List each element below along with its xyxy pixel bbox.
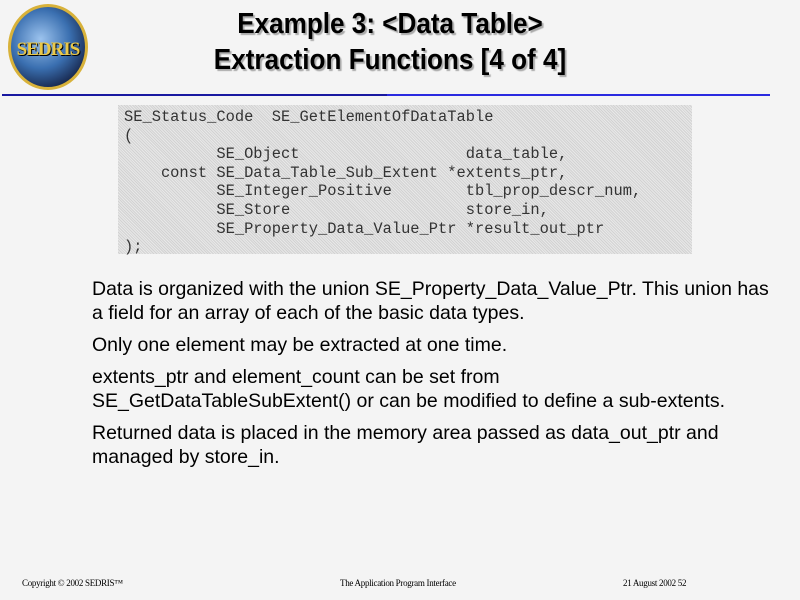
code-block: SE_Status_Code SE_GetElementOfDataTable … xyxy=(118,105,692,257)
slide-title: Example 3: <Data Table> Extraction Funct… xyxy=(129,6,651,78)
footer-title: The Application Program Interface xyxy=(340,578,456,588)
logo-text: SEDRIS xyxy=(16,39,81,60)
bullet-list: Data is organized with the union SE_Prop… xyxy=(92,277,782,477)
footer-date-page: 21 August 2002 52 xyxy=(623,578,687,588)
bullet-item: Data is organized with the union SE_Prop… xyxy=(92,278,769,324)
title-line-1: Example 3: <Data Table> xyxy=(237,8,543,40)
bullet-item: Returned data is placed in the memory ar… xyxy=(92,422,719,468)
bullet-item: Only one element may be extracted at one… xyxy=(92,334,508,356)
bullet-item: extents_ptr and element_count can be set… xyxy=(92,366,726,412)
code-text: SE_Status_Code SE_GetElementOfDataTable … xyxy=(124,108,642,257)
title-line-2: Extraction Functions [4 of 4] xyxy=(213,44,567,76)
title-divider-left xyxy=(2,94,387,96)
title-divider-right xyxy=(387,94,770,96)
sedris-logo: SEDRIS xyxy=(8,4,88,90)
footer-copyright: Copyright © 2002 SEDRIS™ xyxy=(22,578,123,588)
